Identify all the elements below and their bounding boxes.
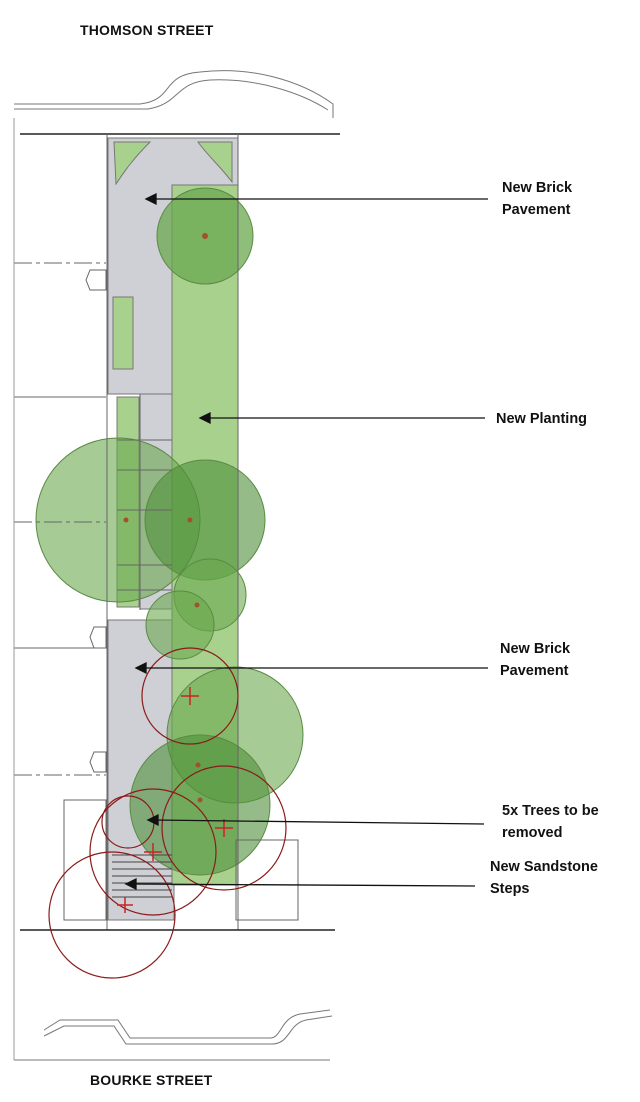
arrowhead — [198, 411, 211, 425]
existing-tree-canopies — [35, 187, 304, 876]
callout-leaders — [124, 192, 488, 891]
sandstone-steps — [112, 854, 172, 898]
existing-tree — [187, 517, 193, 523]
existing-tree — [123, 517, 129, 523]
paving-bands — [117, 394, 172, 610]
existing-tree — [195, 762, 201, 768]
existing-tree — [197, 797, 203, 803]
existing-tree — [194, 602, 200, 608]
arrowhead — [134, 661, 147, 675]
callout-trees-to-be-removed: 5x Trees to be removed — [502, 803, 599, 841]
arrowhead — [146, 813, 159, 827]
callout-new-brick-pavement-mid: New Brick Pavement — [500, 641, 571, 679]
existing-tree — [145, 590, 215, 660]
arrowhead — [124, 877, 137, 891]
callout-new-sandstone-steps: New Sandstone Steps — [490, 859, 598, 897]
street-label-bottom: BOURKE STREET — [90, 1072, 213, 1088]
street-label-top: THOMSON STREET — [80, 22, 214, 38]
existing-tree — [202, 233, 208, 239]
top-boundary-lines — [14, 70, 340, 135]
bottom-boundary-lines — [14, 1009, 333, 1061]
tree-removed-outline — [89, 788, 217, 916]
callout-new-brick-pavement-top: New Brick Pavement — [502, 180, 573, 218]
lot-boundary-lines — [13, 118, 335, 1060]
tree-removed-outline — [141, 647, 239, 745]
arrowhead — [144, 192, 157, 206]
tree-removed-outline — [161, 765, 287, 891]
existing-tree — [129, 734, 271, 876]
callout-new-planting: New Planting — [496, 411, 588, 427]
tree-removed-outline — [48, 851, 176, 979]
